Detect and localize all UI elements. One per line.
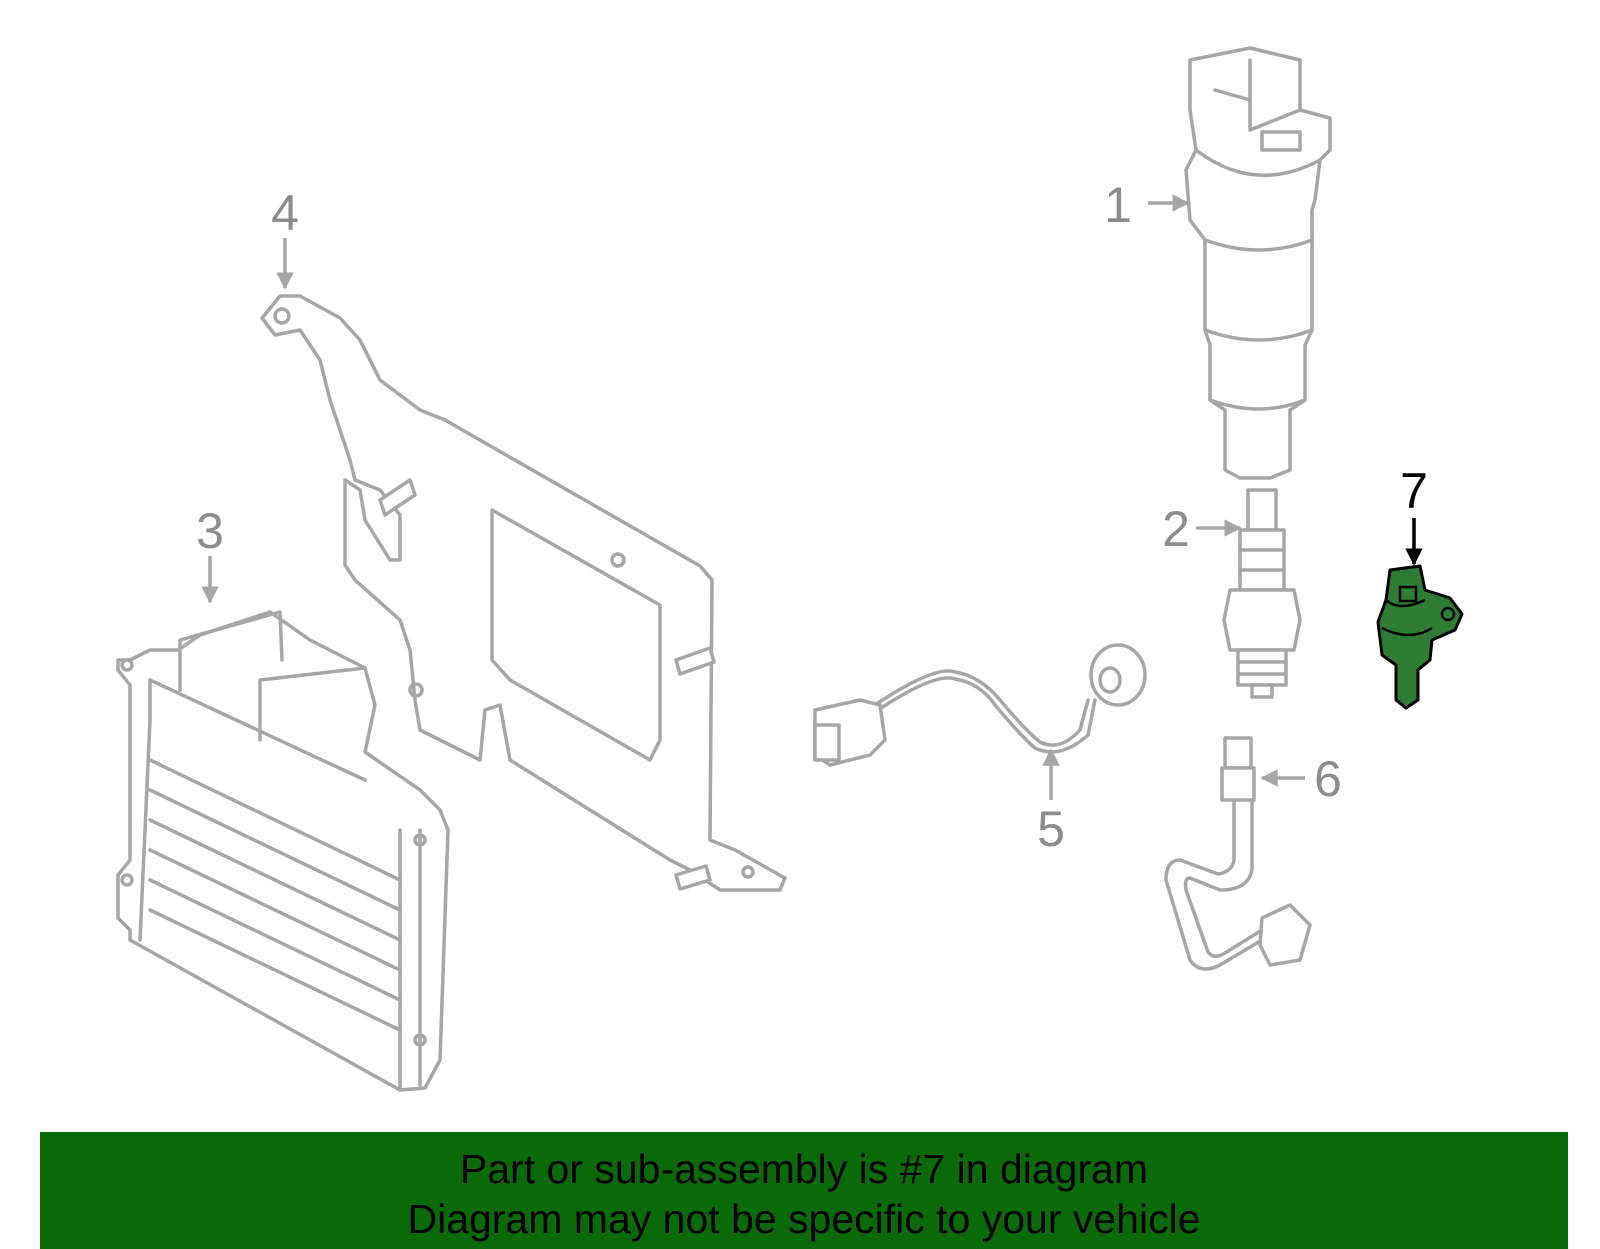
callout-4: 4 xyxy=(271,185,299,241)
callout-1: 1 xyxy=(1104,177,1132,233)
highlighted-part-7 xyxy=(1376,564,1464,710)
knock-sensor xyxy=(813,643,1147,767)
callout-6: 6 xyxy=(1314,751,1342,807)
callout-3: 3 xyxy=(196,503,224,559)
ignition-coil xyxy=(1184,46,1332,480)
banner-line-part-number: Part or sub-assembly is #7 in diagram xyxy=(459,1146,1149,1192)
parts-diagram: 1 2 3 4 5 6 7 xyxy=(116,46,1464,1092)
ecu-mounting-bracket xyxy=(260,294,787,892)
callout-7: 7 xyxy=(1400,463,1428,519)
spark-plug xyxy=(1222,488,1302,699)
banner-line-disclaimer: Diagram may not be specific to your vehi… xyxy=(407,1196,1201,1242)
engine-control-module xyxy=(116,610,450,1092)
callout-2: 2 xyxy=(1162,501,1190,557)
callout-5: 5 xyxy=(1037,801,1065,857)
oxygen-sensor xyxy=(1164,736,1312,971)
info-banner: Part or sub-assembly is #7 in diagram Di… xyxy=(40,1132,1568,1249)
